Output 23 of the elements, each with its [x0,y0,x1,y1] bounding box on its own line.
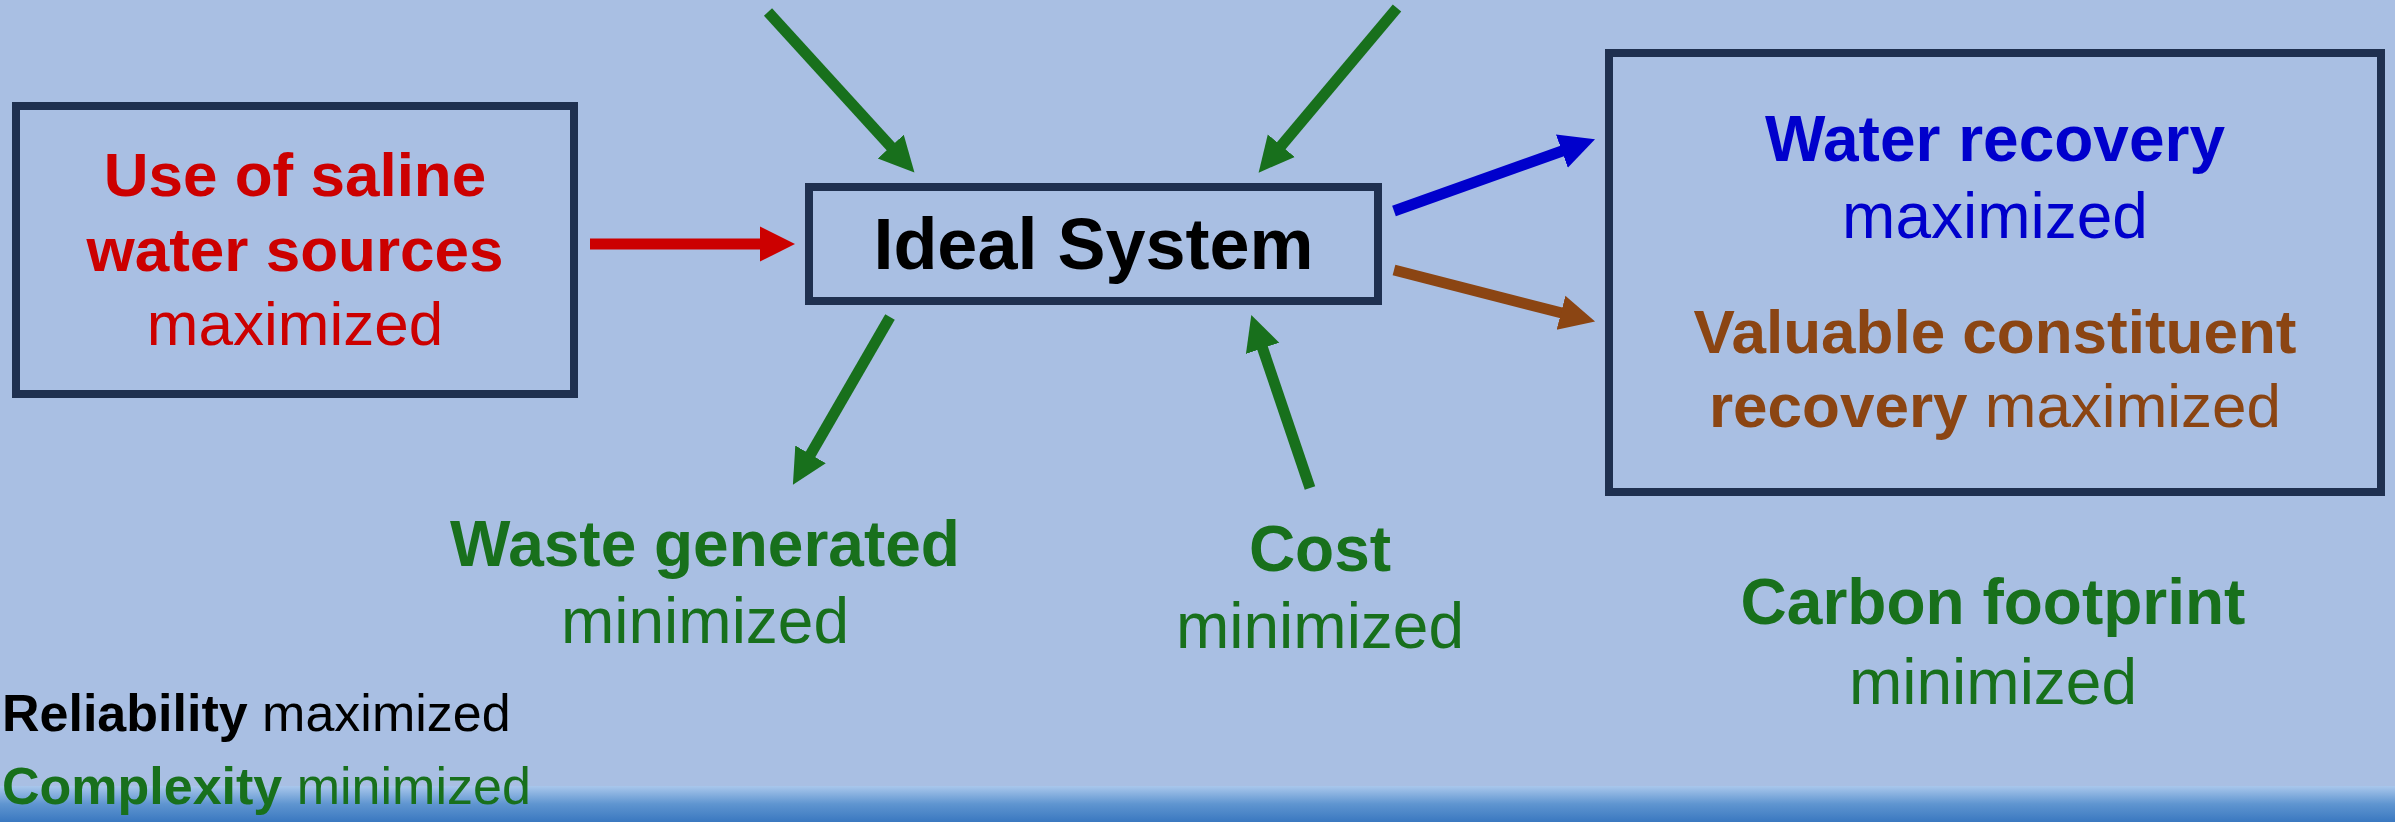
arrow [1392,134,1596,217]
objective-box [12,102,578,398]
arrow [590,226,796,262]
arrow [1392,264,1596,330]
arrow [763,8,915,173]
arrow [1258,4,1402,173]
objective-text: minimized [1848,645,2138,719]
node-heading: Ideal System [873,202,1314,286]
node-heading: Water recovery [1764,102,2226,178]
arrow [792,314,895,485]
objective-heading: Carbon footprint [1740,565,2246,639]
arrow [1245,314,1316,490]
node-text: minimized [1175,588,1465,664]
node-text: maximized [146,288,444,361]
node-text: minimized [560,583,850,659]
node-heading: Waste generated [450,506,960,582]
node-heading: Cost [1248,511,1392,587]
node-text: Valuable constituent recovery maximized [1692,295,2298,443]
node-text: maximized [1842,179,2148,255]
objective-note: Complexity minimized [2,756,531,816]
system-box [805,183,1382,305]
objective-note: Reliability maximized [2,683,511,743]
objective-box [1605,49,2385,496]
